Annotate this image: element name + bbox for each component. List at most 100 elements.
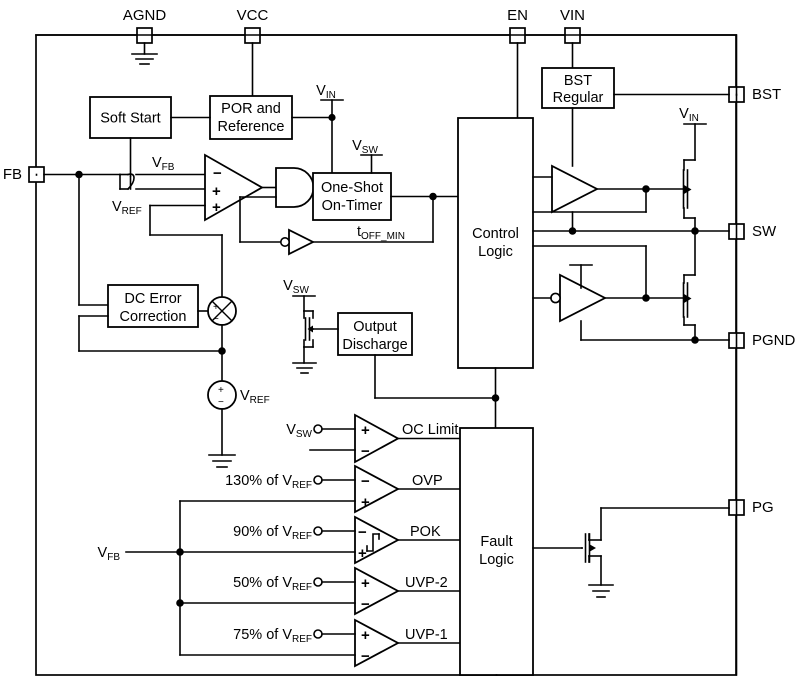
- block-label-bstreg-line1: BST: [564, 73, 592, 89]
- block-dc-error-correction[interactable]: [107, 284, 199, 328]
- comparator-oc-limit-group: + − VSW OC Limit: [286, 413, 461, 464]
- comparator-oc-limit-output-label: OC Limit: [402, 422, 458, 438]
- vref-source-minus: −: [218, 397, 224, 408]
- comparator-uvp1-input-label: 75% of VREF: [233, 627, 312, 645]
- discharge-nmos-fet: [303, 310, 339, 348]
- block-one-shot-on-timer[interactable]: [312, 172, 392, 221]
- inverter-bubble-icon: [279, 237, 290, 248]
- label-toff-min: tOFF_MIN: [357, 224, 405, 242]
- comparator-ovp-sign-bottom: +: [361, 494, 370, 511]
- comparator-ovp-input-label: 130% of VREF: [225, 473, 312, 491]
- terminal-uvp1-input[interactable]: [313, 629, 323, 639]
- pin-label-agnd: AGND: [123, 7, 167, 24]
- main-comparator[interactable]: [204, 153, 264, 222]
- label-vin-oneshot: VIN: [316, 83, 336, 101]
- low-side-driver[interactable]: [559, 273, 607, 323]
- vref-source-plus: +: [218, 385, 224, 396]
- comparator-ovp-sign-top: −: [361, 473, 370, 490]
- and-gate[interactable]: [275, 167, 315, 208]
- comparator-oc-limit-sign-bottom: −: [361, 443, 370, 460]
- pin-label-sw: SW: [752, 223, 777, 240]
- pin-label-vcc: VCC: [237, 7, 269, 24]
- wire-crossover-hop: [119, 173, 135, 191]
- summing-node-plus: +: [213, 302, 219, 313]
- comparator-oc-limit-input-label: VSW: [286, 422, 312, 440]
- comparator-uvp2-sign-bottom: −: [361, 596, 370, 613]
- junction-vfb-bus-pok: [176, 548, 184, 556]
- block-por-reference[interactable]: [209, 95, 293, 140]
- low-side-driver-bubble-icon: [550, 292, 561, 304]
- main-comparator-sign-plus-2: +: [212, 199, 221, 216]
- block-label-control-line1: Control: [472, 226, 519, 242]
- comparator-uvp2-output-label: UVP-2: [405, 575, 448, 591]
- main-comparator-sign-minus: −: [213, 165, 222, 182]
- comparator-pok-group: − + 90% of VREF POK: [125, 515, 461, 565]
- comparator-uvp1-sign-top: +: [361, 627, 370, 644]
- terminal-ovp-input[interactable]: [313, 475, 323, 485]
- junction-vfb-bus-uvp2: [176, 599, 184, 607]
- block-label-discharge-line2: Discharge: [342, 337, 407, 353]
- pin-label-pg: PG: [752, 499, 774, 516]
- comparator-uvp1-output-label: UVP-1: [405, 627, 448, 643]
- comparator-uvp1-group: + − 75% of VREF UVP-1: [179, 618, 461, 668]
- block-label-dcerr-line1: DC Error: [124, 291, 181, 307]
- comparator-pok-input-label: 90% of VREF: [233, 524, 312, 542]
- vref-voltage-source: + −: [207, 380, 237, 410]
- terminal-oc-limit-input[interactable]: [313, 424, 323, 434]
- pin-label-vin: VIN: [560, 7, 585, 24]
- junction-control-bottom: [491, 394, 500, 402]
- block-label-fault-line1: Fault: [480, 534, 512, 550]
- terminal-uvp2-input[interactable]: [313, 577, 323, 587]
- terminal-pok-input[interactable]: [313, 526, 323, 536]
- block-label-discharge-line1: Output: [353, 319, 397, 335]
- block-fault-logic[interactable]: [459, 427, 534, 676]
- block-label-oneshot-line1: One-Shot: [321, 180, 383, 196]
- label-vfb-bus: VFB: [98, 545, 121, 563]
- comparator-pok-sign-top: −: [358, 524, 367, 541]
- comparator-uvp2-sign-top: +: [361, 575, 370, 592]
- label-vin-hs-fet: VIN: [679, 106, 699, 124]
- pin-label-en: EN: [507, 7, 528, 24]
- comparator-pok-output-label: POK: [410, 524, 441, 540]
- comparator-uvp2[interactable]: [354, 566, 400, 616]
- block-label-por-line1: POR and: [221, 101, 281, 117]
- label-vsw-oneshot: VSW: [352, 138, 378, 156]
- agnd-ground-symbol: [131, 42, 158, 65]
- pin-label-pgnd: PGND: [752, 332, 796, 349]
- block-output-discharge[interactable]: [337, 312, 413, 356]
- comparator-uvp2-input-label: 50% of VREF: [233, 575, 312, 593]
- comparator-uvp1-sign-bottom: −: [361, 648, 370, 665]
- comparator-uvp2-group: + − 50% of VREF UVP-2: [179, 566, 461, 616]
- label-vref-source: VREF: [240, 388, 270, 406]
- label-vsw-discharge: VSW: [283, 278, 309, 296]
- comparator-ovp-group: − + 130% of VREF OVP: [179, 464, 461, 514]
- hysteresis-icon: [366, 533, 380, 552]
- pg-ground-symbol: [588, 584, 614, 598]
- comparator-ovp-output-label: OVP: [412, 473, 443, 489]
- comparator-uvp1[interactable]: [354, 618, 400, 668]
- block-control-logic[interactable]: [457, 117, 534, 369]
- block-label-fault-line2: Logic: [479, 552, 514, 568]
- comparator-pok-sign-bottom: +: [358, 545, 367, 562]
- comparator-oc-limit-sign-top: +: [361, 422, 370, 439]
- block-label-dcerr-line2: Correction: [120, 309, 187, 325]
- pg-nmos-fet: [581, 507, 602, 586]
- block-bst-regulator[interactable]: [541, 67, 615, 109]
- label-vfb-main: VFB: [152, 155, 175, 173]
- block-label-soft-start: Soft Start: [100, 111, 160, 127]
- inverter-toff[interactable]: [288, 228, 316, 256]
- vref-ground-symbol: [208, 454, 236, 468]
- discharge-ground-symbol: [292, 362, 317, 374]
- comparator-ovp[interactable]: [354, 464, 400, 514]
- summing-node-minus: −: [213, 314, 219, 325]
- low-side-nmos-fet: [682, 274, 696, 326]
- block-label-por-line2: Reference: [218, 119, 285, 135]
- comparator-oc-limit[interactable]: [354, 413, 400, 464]
- comparator-pok[interactable]: [354, 515, 400, 565]
- main-comparator-sign-plus-1: +: [212, 183, 221, 200]
- pin-label-bst: BST: [752, 86, 781, 103]
- high-side-nmos-fet: [682, 159, 696, 219]
- block-label-control-line2: Logic: [478, 244, 513, 260]
- high-side-driver[interactable]: [551, 164, 599, 214]
